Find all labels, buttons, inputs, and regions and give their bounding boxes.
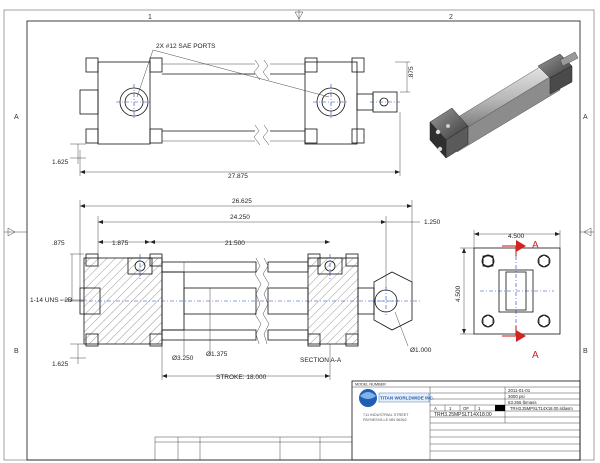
zone-col-1-top: 1: [148, 14, 152, 21]
company-logo: [359, 389, 430, 407]
tb-file-name: TRH3.25MPSLT14X18.00.sldasm: [510, 406, 573, 411]
dim-1875: 1.875: [112, 240, 129, 247]
company-name: TITAN WORLDWIDE INC.: [380, 396, 434, 401]
center-mark-top: [294, 11, 304, 20]
outer-border: [3, 9, 595, 461]
dim-24250: 24.250: [230, 214, 250, 221]
dia-1375: Ø1.375: [206, 351, 228, 358]
top-view: [79, 49, 400, 146]
tb-size: A: [434, 406, 437, 411]
dim-26625: 26.625: [232, 198, 252, 205]
top-view-dimensions: [70, 61, 410, 176]
title-block: [154, 380, 581, 461]
dim-4500-horizontal: 4.500: [508, 233, 525, 240]
dim-875-section: .875: [52, 240, 65, 247]
dim-1625-top: 1.625: [52, 159, 69, 166]
tb-sheets-total: 1: [478, 406, 481, 411]
tb-date: 2011-01-01: [508, 388, 531, 393]
dim-1625-section: 1.625: [52, 361, 69, 368]
stroke-dim: STROKE: 18.000: [216, 374, 267, 381]
zone-row-a-left: A: [14, 114, 19, 121]
tb-sheet: 1: [449, 406, 452, 411]
model-number-label: MODEL NUMBER: [355, 383, 386, 387]
thread-callout: 1-14 UNS - 2B: [30, 297, 72, 304]
dim-1250: 1.250: [424, 219, 441, 226]
tb-of: OF: [463, 406, 469, 411]
section-view: [79, 253, 420, 347]
tb-part-number: TRH3.25MPSLT14X18.00: [434, 412, 492, 418]
tb-weight: 63.266 lbmass: [508, 400, 537, 405]
dim-27875: 27.875: [228, 173, 248, 180]
zone-row-b-left: B: [14, 348, 19, 355]
section-label: SECTION A-A: [300, 357, 342, 364]
zone-col-2-top: 2: [449, 14, 453, 21]
dia-3250: Ø3.250: [172, 355, 194, 362]
sae-ports-callout: 2X #12 SAE PORTS: [156, 43, 216, 50]
inner-border: [26, 20, 581, 461]
tb-pressure: 3000 psi: [508, 394, 525, 399]
address-line-1: 711 INDUSTRIAL STREET: [363, 413, 409, 417]
address-line-2: PAYNESVILLE MN 56362: [363, 418, 407, 422]
end-view: [460, 230, 561, 342]
zone-row-b-right: B: [583, 348, 588, 355]
section-dimensions: [60, 200, 420, 380]
section-arrow-bottom-label: A: [532, 350, 539, 361]
section-arrow-top-label: A: [532, 240, 539, 251]
dia-1000: Ø1.000: [410, 347, 432, 354]
dim-875-top: .875: [408, 66, 415, 79]
zone-row-a-right: A: [583, 114, 588, 121]
dim-4500-vertical: 4.500: [455, 285, 462, 302]
dim-21500: 21.500: [225, 240, 245, 247]
isometric-render: [429, 51, 579, 159]
